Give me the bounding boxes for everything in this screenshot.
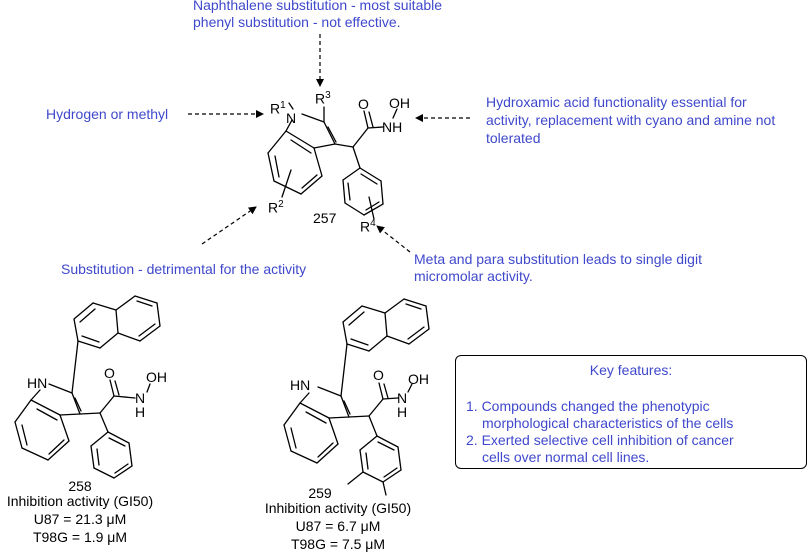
key-feature-2-line1: 2. Exerted selective cell inhibition of …: [466, 432, 734, 448]
compound-id-257: 257: [313, 210, 337, 226]
atom-h-258: H: [135, 404, 146, 420]
atom-n-258: N: [135, 390, 146, 406]
compound-259-skeleton: [283, 298, 430, 496]
atom-oh-259: OH: [408, 371, 429, 387]
annotation-r2: Substitution - detrimental for the activ…: [61, 261, 307, 277]
atom-o-258: O: [104, 365, 115, 381]
atom-h-259: H: [397, 404, 408, 420]
activity-t98g-258: T98G = 1.9 μM: [32, 529, 128, 545]
activity-t98g-259: T98G = 7.5 μM: [290, 536, 386, 552]
atom-o-259: O: [373, 367, 384, 383]
key-feature-1-line2: morphological characteristics of the cel…: [482, 415, 734, 431]
activity-u87-258: U87 = 21.3 μM: [33, 511, 127, 527]
atom-r3: R3: [315, 90, 331, 107]
activity-title-259: Inhibition activity (GI50): [264, 500, 412, 516]
atom-oh-257: OH: [389, 95, 410, 111]
key-feature-1-line1: 1. Compounds changed the phenotypic: [466, 398, 710, 414]
atom-hn-259: HN: [290, 377, 311, 393]
key-features-title: Key features:: [589, 362, 673, 378]
atom-nh-257: NH: [382, 119, 403, 135]
compound-id-259: 259: [308, 485, 332, 501]
atom-r4: R4: [360, 218, 376, 235]
compound-258-skeleton: [14, 295, 161, 479]
activity-u87-259: U87 = 6.7 μM: [295, 518, 381, 534]
annotation-hydroxamic-line3: tolerated: [486, 130, 541, 146]
annotation-hydroxamic-line2: activity, replacement with cyano and ami…: [486, 112, 776, 128]
arrow-r4: [376, 225, 411, 253]
atom-n-257: N: [286, 110, 297, 126]
annotation-r4-line1: Meta and para substitution leads to sing…: [414, 251, 702, 267]
atom-oh-258: OH: [146, 369, 167, 385]
annotation-r4-line2: micromolar activity.: [414, 268, 533, 284]
annotation-r1: Hydrogen or methyl: [46, 106, 169, 122]
key-features-box: Key features: 1. Compounds changed the p…: [455, 355, 807, 469]
atom-r2: R2: [268, 199, 284, 216]
compound-257-skeleton: [267, 102, 398, 220]
annotation-r3-line2: phenyl substitution - not effective.: [193, 14, 401, 30]
activity-title-258: Inhibition activity (GI50): [6, 493, 154, 509]
compound-id-258: 258: [68, 478, 92, 494]
arrow-r2: [201, 206, 257, 245]
atom-r1: R1: [270, 100, 286, 117]
annotation-r3-line1: Naphthalene substitution - most suitable: [193, 0, 443, 13]
annotation-hydroxamic-line1: Hydroxamic acid functionality essential …: [486, 94, 747, 110]
atom-n-259: N: [397, 390, 408, 406]
key-feature-2-line2: cells over normal cell lines.: [482, 449, 650, 465]
atom-hn-258: HN: [27, 375, 48, 391]
atom-o-257: O: [358, 96, 369, 112]
